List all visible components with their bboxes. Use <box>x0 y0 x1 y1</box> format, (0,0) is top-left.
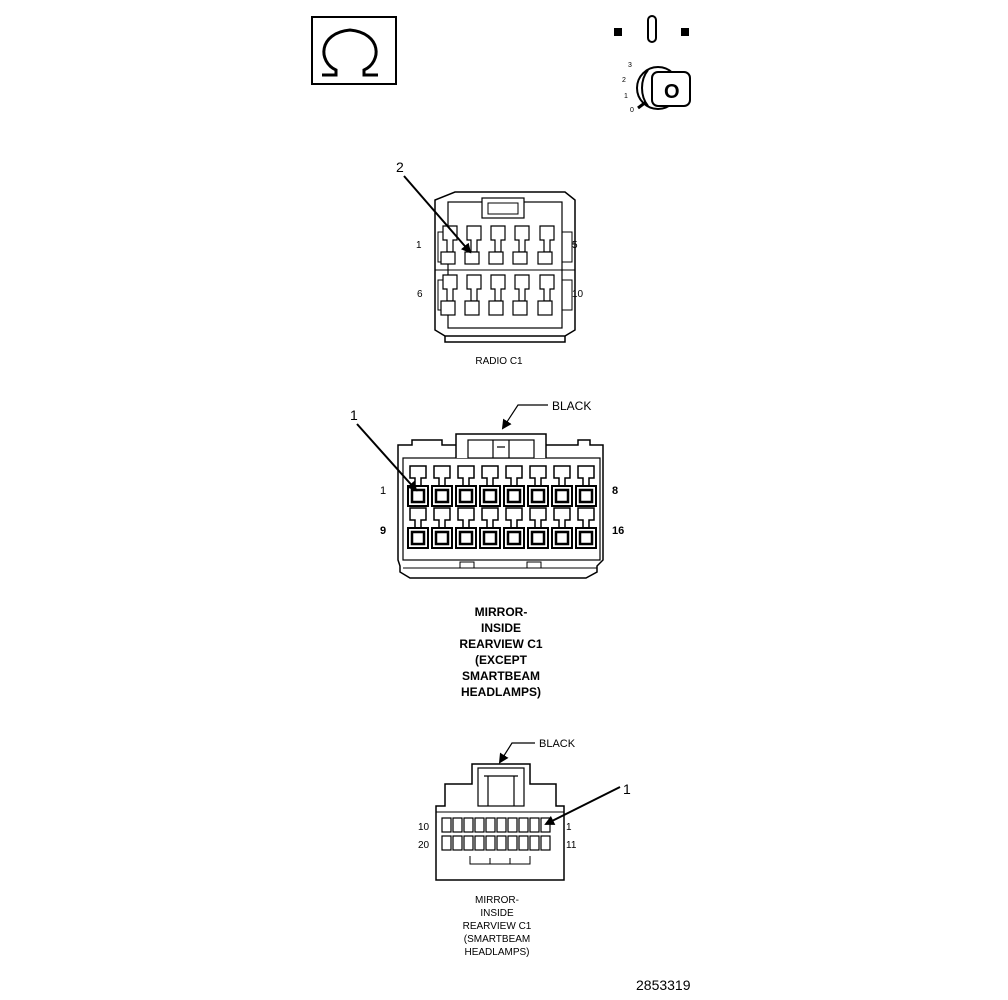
radio-cavity-row-1 <box>440 225 555 265</box>
mirror-smartbeam-title: MIRROR- INSIDE REARVIEW C1 (SMARTBEAM HE… <box>463 895 532 958</box>
mirror-smartbeam-pin-label-20: 20 <box>418 840 430 851</box>
mirror-except-callout-arrow <box>356 423 418 492</box>
key-position-1: 1 <box>624 93 628 100</box>
radio-pin-label-6: 6 <box>417 289 423 300</box>
mirror-smartbeam-title-line: REARVIEW C1 <box>463 921 532 932</box>
mirror-smartbeam-connector: BLACK 1 10 1 20 11 MIRROR- INSIDE REARVI… <box>418 738 631 958</box>
radio-callout-arrow <box>403 175 472 254</box>
mirror-except-title-line: MIRROR- <box>475 605 528 619</box>
mirror-except-title: MIRROR- INSIDE REARVIEW C1 (EXCEPT SMART… <box>459 605 542 699</box>
mirror-except-cavity-row-1 <box>407 465 597 507</box>
mirror-except-title-line: HEADLAMPS) <box>461 685 541 699</box>
key-position-3: 3 <box>628 62 632 69</box>
figure-id: 2853319 <box>636 977 691 993</box>
mirror-except-pin-label-1: 1 <box>380 485 386 497</box>
mirror-smartbeam-pin-label-10: 10 <box>418 822 430 833</box>
ohm-symbol-icon: Ω <box>311 16 397 85</box>
mirror-except-callout-number: 1 <box>350 407 358 423</box>
mirror-smartbeam-title-line: INSIDE <box>480 908 514 919</box>
mirror-except-color-label: BLACK <box>552 399 591 413</box>
mirror-except-cavity-row-2 <box>407 507 597 549</box>
radio-callout-number: 2 <box>396 159 404 175</box>
mirror-smartbeam-pin-label-11: 11 <box>566 840 577 851</box>
mirror-except-title-line: SMARTBEAM <box>462 669 540 683</box>
mirror-smartbeam-color-label: BLACK <box>539 738 576 750</box>
mirror-except-pin-label-16: 16 <box>612 525 624 537</box>
mirror-except-smartbeam-connector: BLACK 1 1 8 9 16 MIRROR- INSIDE REARVIEW… <box>350 399 624 699</box>
radio-pin-label-10: 10 <box>572 289 584 300</box>
key-letter: O <box>664 81 680 103</box>
mirror-except-pin-label-8: 8 <box>612 485 618 497</box>
mirror-smartbeam-color-leader <box>498 742 535 764</box>
mirror-smartbeam-callout-number: 1 <box>623 781 631 797</box>
mirror-smartbeam-cavity-row-1 <box>441 817 551 833</box>
mirror-smartbeam-title-line: (SMARTBEAM <box>464 934 531 945</box>
mirror-except-title-line: REARVIEW C1 <box>459 637 542 651</box>
mirror-smartbeam-pin-label-1: 1 <box>566 822 572 833</box>
mirror-smartbeam-cavity-row-2 <box>441 835 551 851</box>
radio-pin-label-5: 5 <box>572 240 578 251</box>
ignition-key-icon: 3 2 1 0 O <box>614 15 691 114</box>
mirror-except-pin-label-9: 9 <box>380 525 386 537</box>
mirror-smartbeam-title-line: MIRROR- <box>475 895 519 906</box>
key-position-2: 2 <box>622 77 626 84</box>
mirror-except-title-line: INSIDE <box>481 621 521 635</box>
radio-pin-label-1: 1 <box>416 240 422 251</box>
key-position-0: 0 <box>630 107 634 114</box>
mirror-except-color-leader <box>501 404 548 430</box>
radio-cavity-row-2 <box>440 274 555 316</box>
mirror-smartbeam-title-line: HEADLAMPS) <box>464 947 529 958</box>
mirror-except-title-line: (EXCEPT <box>475 653 528 667</box>
mirror-smartbeam-callout-arrow <box>544 786 621 825</box>
radio-c1-connector: 2 1 5 6 10 RADIO C1 <box>396 159 584 367</box>
radio-c1-title: RADIO C1 <box>475 356 523 367</box>
